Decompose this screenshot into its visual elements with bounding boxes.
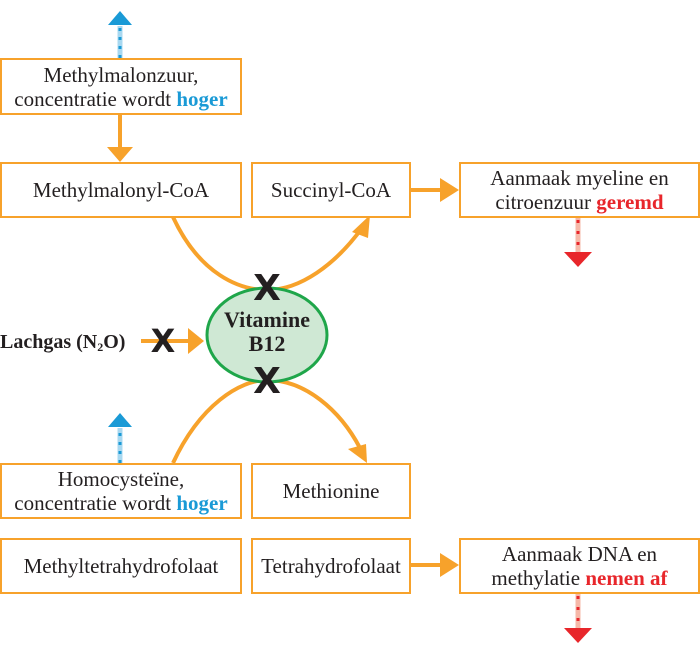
block-mark-top: X bbox=[253, 268, 281, 309]
box-methionine-label: Methionine bbox=[282, 479, 380, 503]
arrow-lachgas-to-vitamine bbox=[141, 328, 204, 354]
box-methyltetrahydrofolaat-label: Methyltetrahydrofolaat bbox=[23, 554, 219, 578]
box-methylmalonzuur: Methylmalonzuur, concentratie wordt hoge… bbox=[0, 58, 242, 115]
vitamine-b12-label: Vitamine B12 bbox=[207, 308, 327, 356]
arrow-tetrahydrofolaat-to-dna bbox=[410, 553, 459, 577]
box-succinyl-coa: Succinyl-CoA bbox=[251, 162, 411, 218]
box-homocysteine: Homocysteïne, concentratie wordt hoger bbox=[0, 463, 242, 519]
box-myeline: Aanmaak myeline en citroenzuur geremd bbox=[459, 162, 700, 218]
box-methylmalonzuur-line2: concentratie wordt bbox=[14, 86, 177, 111]
box-succinyl-coa-label: Succinyl-CoA bbox=[270, 178, 392, 202]
box-tetrahydrofolaat-label: Tetrahydrofolaat bbox=[261, 554, 401, 578]
lachgas-label-prefix: Lachgas (N bbox=[0, 331, 98, 353]
trend-label-nemen-af: nemen af bbox=[585, 566, 668, 590]
box-tetrahydrofolaat: Tetrahydrofolaat bbox=[251, 538, 411, 594]
box-dna-line1: Aanmaak DNA en bbox=[501, 542, 658, 566]
increase-arrow-methylmalonzuur bbox=[108, 11, 132, 58]
box-methylmalonzuur-line1: Methylmalonzuur, bbox=[43, 62, 199, 87]
lachgas-label-suffix: O) bbox=[103, 331, 126, 353]
trend-label-hoger: hoger bbox=[176, 86, 228, 111]
vitamine-line2: B12 bbox=[248, 331, 286, 356]
vitamine-line1: Vitamine bbox=[224, 307, 310, 332]
trend-label-hoger-2: hoger bbox=[176, 491, 228, 515]
box-methylmalonyl-coa-label: Methylmalonyl-CoA bbox=[32, 178, 210, 202]
decrease-arrow-myeline bbox=[564, 217, 592, 267]
arrow-succinyl-to-myeline bbox=[410, 178, 459, 202]
box-methionine: Methionine bbox=[251, 463, 411, 519]
box-homocysteine-line1: Homocysteïne, bbox=[57, 467, 185, 491]
block-mark-bottom: X bbox=[253, 361, 281, 402]
box-methyltetrahydrofolaat: Methyltetrahydrofolaat bbox=[0, 538, 242, 594]
box-homocysteine-line2: concentratie wordt bbox=[14, 491, 177, 515]
inhibitor-lachgas: Lachgas (N2O) bbox=[0, 328, 125, 361]
box-myeline-line2: citroenzuur bbox=[495, 190, 597, 214]
block-mark-lachgas: X bbox=[151, 322, 176, 360]
trend-label-geremd: geremd bbox=[596, 190, 664, 214]
vitamine-b12-enzyme bbox=[205, 286, 329, 384]
arrow-methylmalonzuur-to-methylmalonyl bbox=[107, 114, 133, 162]
decrease-arrow-dna bbox=[564, 593, 592, 643]
box-myeline-line1: Aanmaak myeline en bbox=[490, 166, 669, 190]
box-methylmalonyl-coa: Methylmalonyl-CoA bbox=[0, 162, 242, 218]
box-dna: Aanmaak DNA en methylatie nemen af bbox=[459, 538, 700, 594]
box-dna-line2: methylatie bbox=[491, 566, 586, 590]
increase-arrow-homocysteine bbox=[108, 413, 132, 463]
lachgas-label-sub: 2 bbox=[97, 340, 104, 354]
